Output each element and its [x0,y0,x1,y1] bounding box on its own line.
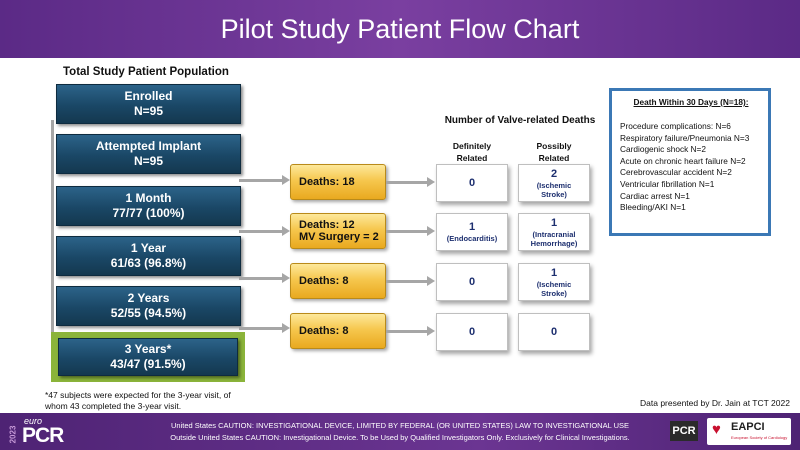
death-30-days-item: Respiratory failure/Pneumonia N=3 [620,132,750,143]
arrow-3-years [239,323,290,333]
arrow-deaths-2-years [386,276,435,286]
box-2-years-label: 2 Years [127,291,170,305]
europcr-logo: 2023 euro PCR [8,416,88,448]
box-1-year-label: 1 Year [130,241,167,255]
eapci-subtext: European Society of Cardiology [731,435,788,440]
arrow-1-year [239,226,290,236]
eapci-logo: ♥ EAPCI European Society of Cardiology [707,418,791,445]
definite-value: 1 [468,221,476,233]
box-3-years-label: 3 Years* [124,342,172,356]
valve-deaths-title: Number of Valve-related Deaths [444,115,596,126]
death-30-days-title: Death Within 30 Days (N=18): [633,97,749,107]
logo-euro: euro [24,416,43,426]
deaths-1-year-mv-surgery: MV Surgery = 2 [299,231,379,243]
possible-note: Hemorrhage) [530,238,578,248]
possible-cell-3-years: 0 [518,313,590,351]
pcr-badge-text: PCR [672,425,696,437]
possible-value: 1 [550,216,558,229]
heart-icon: ♥ [712,421,721,438]
definite-note: (Endocarditis) [446,234,498,243]
possibly-related-header: Possibly Related [518,140,590,164]
box-2-years: 2 Years 52/55 (94.5%) [56,286,241,326]
possible-note: (Ischemic [536,180,572,190]
box-enrolled-label: Enrolled [124,89,173,103]
possibly-related-line-2: Related [538,153,570,163]
box-3-years: 3 Years* 43/47 (91.5%) [58,338,238,376]
possible-note: Stroke) [541,288,567,298]
definite-cell-2-years: 0 [436,263,508,301]
timeline-connector [51,120,54,332]
definite-value: 0 [468,325,476,338]
arrow-deaths-1-month [386,177,435,187]
box-1-month-label: 1 Month [125,191,172,205]
possible-cell-2-years: 1 (Ischemic Stroke) [518,263,590,301]
definitely-related-line-1: Definitely [452,141,492,151]
deaths-box-2-years: Deaths: 8 [290,263,386,299]
caution-us: United States CAUTION: INVESTIGATIONAL D… [170,421,629,430]
deaths-1-year-label: Deaths: 12 [299,219,355,231]
page-title: Pilot Study Patient Flow Chart [220,14,580,44]
box-attempted-implant: Attempted Implant N=95 [56,134,241,174]
death-30-days-item: Procedure complications: N=6 [620,121,731,131]
footnote: *47 subjects were expected for the 3-yea… [45,390,231,412]
death-30-days-panel: Death Within 30 Days (N=18): Procedure c… [609,88,771,236]
death-30-days-item: Cerebrovascular accident N=2 [620,167,732,178]
death-30-days-item: Cardiogenic shock N=2 [620,144,707,155]
possibly-related-line-1: Possibly [536,141,572,151]
box-1-month: 1 Month 77/77 (100%) [56,186,241,226]
population-title: Total Study Patient Population [63,66,229,78]
deaths-3-years-label: Deaths: 8 [299,325,349,337]
caution-outside-us: Outside United States CAUTION: Investiga… [170,433,630,442]
definite-cell-1-month: 0 [436,164,508,202]
death-30-days-item: Acute on chronic heart failure N=2 [620,155,746,166]
footnote-line-2: whom 43 completed the 3-year visit. [45,401,182,411]
definitely-related-header: Definitely Related [436,140,508,164]
definite-cell-3-years: 0 [436,313,508,351]
arrow-2-years [239,273,290,283]
definite-value: 0 [468,176,476,189]
box-attempted-implant-value: N=95 [133,154,164,168]
deaths-box-1-year: Deaths: 12 MV Surgery = 2 [290,213,386,249]
box-attempted-implant-label: Attempted Implant [95,139,202,153]
arrow-1-month [239,175,290,185]
box-1-year-value: 61/63 (96.8%) [110,256,187,270]
death-30-days-item: Ventricular fibrillation N=1 [620,178,715,189]
deaths-2-years-label: Deaths: 8 [299,275,349,287]
possible-cell-1-year: 1 (Intracranial Hemorrhage) [518,213,590,251]
box-1-month-value: 77/77 (100%) [112,206,185,220]
pcr-badge-logo: PCR [670,421,698,441]
definite-cell-1-year: 1 (Endocarditis) [436,213,508,251]
possible-note: Stroke) [541,189,567,199]
arrow-deaths-1-year [386,226,435,236]
possible-note: (Ischemic [536,279,572,289]
possible-value: 1 [550,266,558,279]
definitely-related-line-2: Related [456,153,488,163]
possible-value: 0 [550,325,558,338]
definite-value: 0 [468,275,476,288]
box-enrolled: Enrolled N=95 [56,84,241,124]
possible-value: 2 [550,167,558,180]
header-banner: Pilot Study Patient Flow Chart [0,0,800,58]
box-2-years-value: 52/55 (94.5%) [110,306,187,320]
possible-note: (Intracranial [532,229,576,239]
footer-bar: 2023 euro PCR United States CAUTION: INV… [0,413,800,450]
box-3-years-value: 43/47 (91.5%) [110,357,186,371]
deaths-1-month-label: Deaths: 18 [299,176,355,188]
logo-pcr: PCR [22,424,64,447]
box-1-year: 1 Year 61/63 (96.8%) [56,236,241,276]
deaths-box-1-month: Deaths: 18 [290,164,386,200]
arrow-deaths-3-years [386,326,435,336]
possible-cell-1-month: 2 (Ischemic Stroke) [518,164,590,202]
death-30-days-item: Cardiac arrest N=1 [620,190,690,201]
box-enrolled-value: N=95 [133,104,164,118]
deaths-box-3-years: Deaths: 8 [290,313,386,349]
eapci-text: EAPCI [731,421,765,433]
footnote-line-1: *47 subjects were expected for the 3-yea… [45,390,231,400]
data-source-note: Data presented by Dr. Jain at TCT 2022 [640,398,790,408]
death-30-days-item: Bleeding/AKI N=1 [620,202,686,213]
